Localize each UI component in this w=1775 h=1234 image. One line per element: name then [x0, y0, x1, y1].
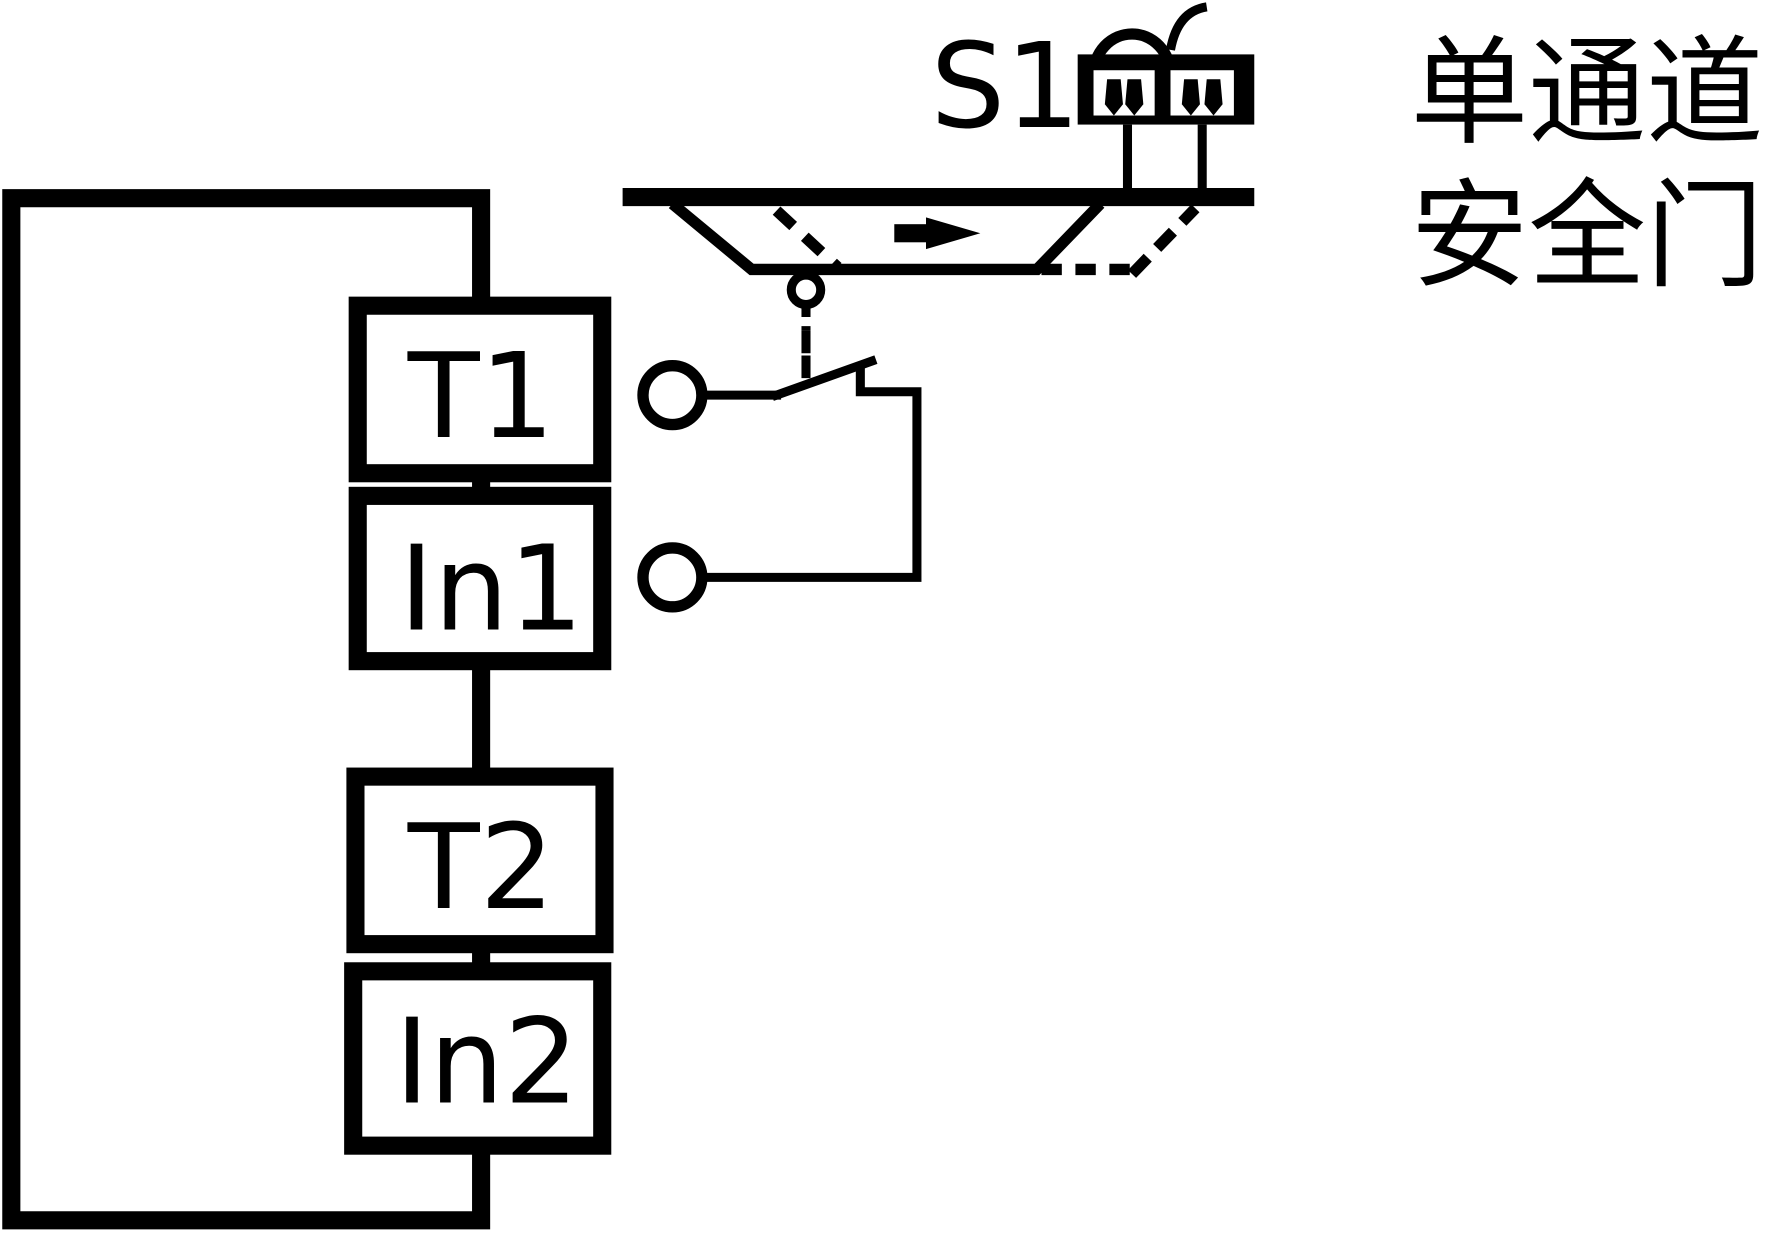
- terminal-in1-label: In1: [399, 520, 583, 657]
- normally-closed-contact-icon: [697, 330, 922, 582]
- terminal-in2-label: In2: [395, 994, 579, 1131]
- terminal-t2-label: T2: [407, 799, 555, 936]
- terminal-t1-box: [348, 296, 612, 483]
- switch-label: S1: [931, 18, 1081, 155]
- terminal-in2-box: [344, 962, 612, 1155]
- in1-connection-point: [637, 542, 708, 613]
- terminal-t2-box: [346, 767, 614, 954]
- title-line-1: 单通道: [1410, 25, 1763, 162]
- title-line-2: 安全门: [1410, 167, 1763, 304]
- terminal-in1-box: [348, 486, 612, 671]
- safety-door-mechanism: [622, 187, 1255, 331]
- terminal-t1-label: T1: [407, 328, 555, 465]
- loop-wire: [2, 189, 491, 1230]
- t1-connection-point: [637, 360, 708, 431]
- padlock-icon: [1077, 2, 1255, 191]
- arrow-right-icon: [894, 217, 981, 250]
